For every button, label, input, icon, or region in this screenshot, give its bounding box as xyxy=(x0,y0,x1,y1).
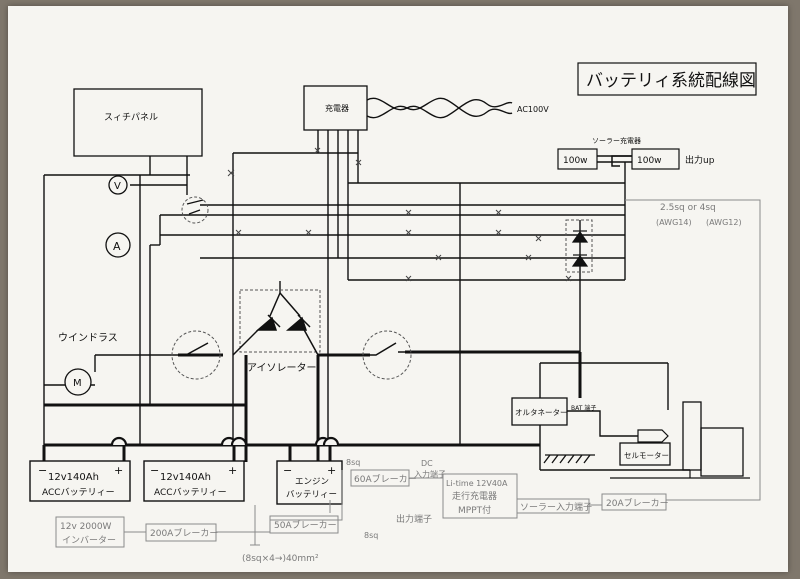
output-up-label: 出力up xyxy=(685,154,715,166)
solar-panel-left xyxy=(557,148,598,170)
windlass-label: ウインドラス xyxy=(58,332,118,344)
starter-solenoid-icon xyxy=(637,429,669,443)
isolator-label: アイソレーター xyxy=(247,362,317,374)
engine-switch-blade xyxy=(370,342,405,356)
charger-label: 充電器 xyxy=(325,103,349,113)
inverter-line2: インバーター xyxy=(62,535,116,546)
litime-line3: MPPT付 xyxy=(458,505,491,516)
sq8-bottom-label: 8sq xyxy=(364,531,378,540)
relay-icon xyxy=(181,196,209,224)
battery-engine-line1: エンジン xyxy=(295,477,329,487)
relay-contacts-icon xyxy=(186,199,204,215)
battery-2-type: ACCバッテリィー xyxy=(154,487,227,498)
wire-tick-marks xyxy=(227,147,572,282)
voltmeter-label: V xyxy=(114,181,121,192)
awg12-label: (AWG12) xyxy=(706,218,742,227)
solar-input-label: ソーラー入力端子 xyxy=(520,501,592,513)
cable-hops xyxy=(110,436,340,446)
battery-engine-minus: − xyxy=(283,464,292,477)
windlass-motor-icon xyxy=(64,368,92,396)
isolator-box xyxy=(239,289,321,353)
ammeter-icon xyxy=(105,232,131,258)
engine-block-right xyxy=(700,427,744,477)
battery-1-minus: − xyxy=(38,464,47,477)
battery-2: − + xyxy=(143,460,245,502)
battery-engine-line2: バッテリィー xyxy=(286,490,337,500)
ac-twisted-cable xyxy=(366,97,513,119)
voltmeter-icon xyxy=(108,175,128,195)
charger-box xyxy=(303,85,368,131)
switch-panel-box xyxy=(73,88,203,157)
inverter-line1: 12v 2000W xyxy=(60,522,112,532)
diagram-title: バッテリィ系統配線図 xyxy=(586,71,756,91)
battery-1: − + xyxy=(29,460,131,502)
alternator-box xyxy=(511,397,568,426)
breaker-50a-label: 50Aブレーカー xyxy=(274,519,337,531)
cable-size-label: (8sq×4→)40mm² xyxy=(242,554,319,564)
starter-label: セルモーター xyxy=(624,451,669,460)
solar-right-label: 100w xyxy=(637,156,662,166)
solar-charger-label: ソーラー充電器 xyxy=(592,136,641,145)
breaker-200a-label: 200Aブレーカー xyxy=(150,527,218,539)
awg14-label: (AWG14) xyxy=(656,218,692,227)
handwritten-wiring xyxy=(55,199,761,548)
battery-2-minus: − xyxy=(150,464,159,477)
alternator-lead xyxy=(567,410,638,437)
ac-label: AC100V xyxy=(517,105,549,114)
dc-label: DC xyxy=(421,459,433,468)
acc-main-switch-icon xyxy=(171,330,221,380)
wire-size-label: 2.5sq or 4sq xyxy=(660,203,716,213)
battery-1-plus: + xyxy=(114,464,123,477)
litime-line1: Li-time 12V40A xyxy=(446,479,508,488)
battery-engine-plus: + xyxy=(327,464,336,477)
output-terminal-label: 出力端子 xyxy=(396,513,432,525)
switch-panel-label: スィチパネル xyxy=(104,112,158,123)
solar-left-label: 100w xyxy=(563,156,588,166)
ground-icon xyxy=(543,454,595,464)
sq8-top-label: 8sq xyxy=(346,458,360,467)
alternator-label: オルタネーター xyxy=(515,408,568,417)
solar-panel-right xyxy=(631,148,680,170)
battery-1-spec: 12v140Ah xyxy=(48,472,99,483)
title-box xyxy=(577,62,757,96)
solar-diodes-icon xyxy=(571,230,589,267)
starter-box xyxy=(619,442,671,466)
isolator-diodes-icon xyxy=(232,292,319,356)
battery-1-type: ACCバッテリィー xyxy=(42,487,115,498)
signal-wiring xyxy=(43,130,669,445)
solar-links xyxy=(597,155,632,167)
solar-diode-box xyxy=(565,219,593,273)
breaker-60a-label: 60Aブレーカー xyxy=(354,473,417,485)
acc-switch-blade xyxy=(178,342,214,356)
motor-label: M xyxy=(73,378,82,389)
bat-terminal-label: BAT 端子 xyxy=(571,404,596,412)
dc-input-label: 入力端子 xyxy=(414,469,446,479)
breaker-20a-label: 20Aブレーカー xyxy=(606,497,669,509)
ammeter-label: A xyxy=(113,240,121,253)
engine-block-left xyxy=(682,401,702,471)
engine-main-switch-icon xyxy=(362,330,412,380)
battery-2-spec: 12v140Ah xyxy=(160,472,211,483)
battery-2-plus: + xyxy=(228,464,237,477)
litime-line2: 走行充電器 xyxy=(452,490,497,502)
